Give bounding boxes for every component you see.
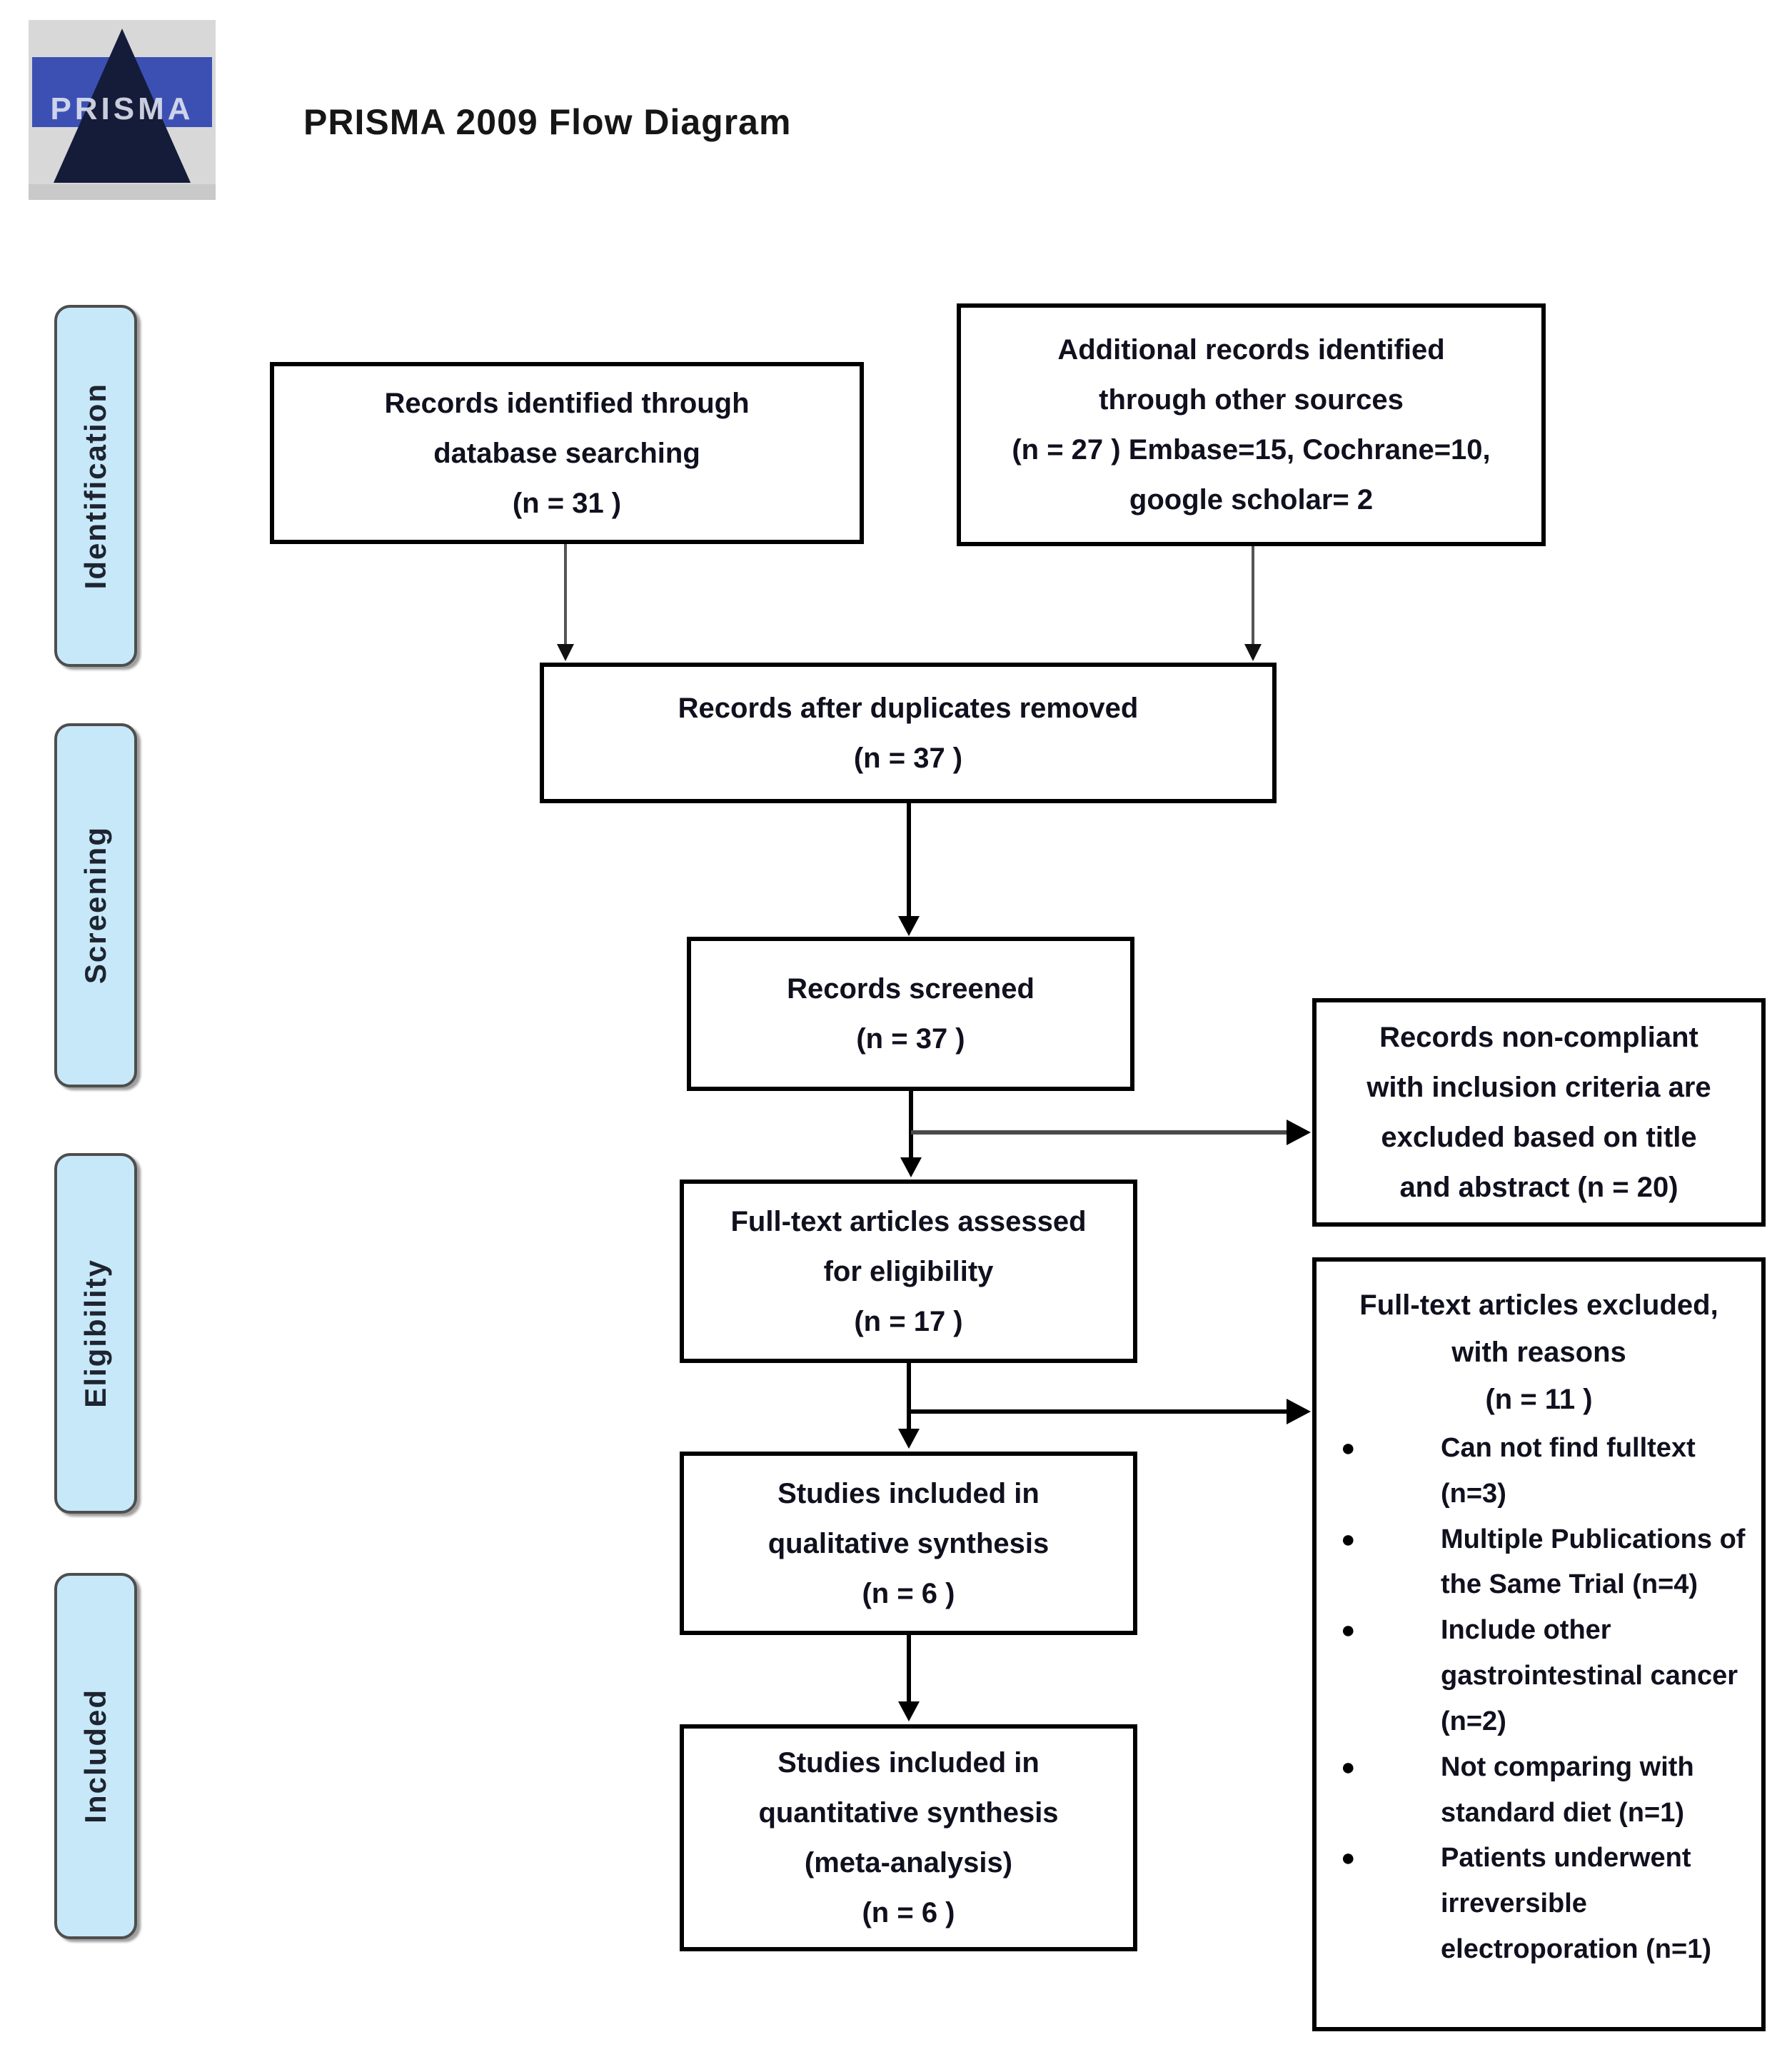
list-item: ● Multiple Publications of the Same Tria… — [1317, 1517, 1761, 1609]
connector-qualitative-to-quantitative — [907, 1635, 911, 1703]
excluded-reason: Multiple Publications of the Same Trial … — [1441, 1524, 1746, 1600]
arrowhead-down-icon — [1244, 644, 1262, 661]
excluded-reason: Include other gastrointestinal cancer (n… — [1441, 1615, 1738, 1736]
list-item: ● Include other gastrointestinal cancer … — [1317, 1608, 1761, 1744]
list-item: ● Patients underwent irreversible electr… — [1317, 1836, 1761, 1972]
flow-box-text: Studies included in qualitative synthesi… — [767, 1477, 1049, 1609]
flow-box-fulltext-assessed: Full-text articles assessed for eligibil… — [680, 1180, 1137, 1363]
stage-screening: Screening — [54, 723, 137, 1087]
flow-box-text: Records identified through database sear… — [384, 387, 750, 519]
flow-box-text: Records screened (n = 37 ) — [787, 973, 1035, 1055]
arrowhead-down-icon — [898, 1701, 920, 1721]
excluded-reason: Not comparing with standard diet (n=1) — [1441, 1751, 1694, 1828]
stage-identification: Identification — [54, 305, 137, 667]
list-item: ● Not comparing with standard diet (n=1) — [1317, 1745, 1761, 1836]
bullet-icon: ● — [1341, 1434, 1356, 1462]
side-box-text: Records non-compliant with inclusion cri… — [1366, 1022, 1711, 1203]
arrowhead-down-icon — [900, 1157, 922, 1177]
flow-box-text: Full-text articles assessed for eligibil… — [730, 1205, 1087, 1337]
arrowhead-down-icon — [557, 644, 574, 661]
excluded-reason: Can not find fulltext (n=3) — [1441, 1433, 1696, 1509]
bullet-icon: ● — [1341, 1616, 1356, 1644]
list-item: ● Can not find fulltext (n=3) — [1317, 1426, 1761, 1517]
arrowhead-right-icon — [1287, 1399, 1311, 1424]
connector-screened-to-assessed — [909, 1091, 913, 1159]
side-box-excluded-title-abstract: Records non-compliant with inclusion cri… — [1312, 998, 1766, 1227]
bullet-icon: ● — [1341, 1753, 1356, 1781]
flow-box-after-duplicates: Records after duplicates removed (n = 37… — [540, 663, 1277, 803]
stage-label: Eligibility — [79, 1259, 112, 1408]
flow-box-text: Additional records identified through ot… — [1012, 334, 1491, 515]
bullet-icon: ● — [1341, 1844, 1356, 1872]
stage-included: Included — [54, 1573, 137, 1939]
side-box-fulltext-excluded: Full-text articles excluded, with reason… — [1312, 1257, 1766, 2031]
prism-triangle-icon — [54, 29, 191, 183]
prisma-logo: PRISMA — [29, 20, 216, 200]
arrowhead-down-icon — [898, 1429, 920, 1449]
stage-label: Included — [79, 1689, 112, 1824]
connector-duplicates-to-screened — [907, 803, 911, 919]
side-box-heading: Full-text articles excluded, with reason… — [1359, 1289, 1718, 1415]
stage-label: Screening — [79, 826, 112, 985]
connector-assessed-to-excluded — [909, 1409, 1288, 1414]
stage-eligibility: Eligibility — [54, 1153, 137, 1514]
bullet-icon: ● — [1341, 1525, 1356, 1553]
flow-box-records-identified: Records identified through database sear… — [270, 362, 864, 544]
excluded-reason: Patients underwent irreversible electrop… — [1441, 1843, 1711, 1965]
flow-box-quantitative-synthesis: Studies included in quantitative synthes… — [680, 1724, 1137, 1951]
flow-box-records-screened: Records screened (n = 37 ) — [687, 937, 1134, 1091]
arrowhead-right-icon — [1287, 1120, 1311, 1145]
stage-label: Identification — [79, 382, 112, 590]
flow-box-text: Records after duplicates removed (n = 37… — [678, 692, 1139, 774]
arrowhead-down-icon — [898, 916, 920, 936]
connector-assessed-to-qualitative — [907, 1363, 911, 1430]
page-title: PRISMA 2009 Flow Diagram — [303, 102, 792, 142]
excluded-reasons-list: ● Can not find fulltext (n=3) ● Multiple… — [1317, 1426, 1761, 1973]
connector-screened-to-excluded — [911, 1130, 1288, 1135]
flow-box-qualitative-synthesis: Studies included in qualitative synthesi… — [680, 1452, 1137, 1635]
connector-additional-to-duplicates — [1252, 546, 1254, 645]
flow-box-additional-records: Additional records identified through ot… — [957, 303, 1546, 546]
logo-wordmark: PRISMA — [50, 91, 194, 126]
logo-base-shadow — [29, 184, 216, 200]
connector-identified-to-duplicates — [564, 544, 567, 645]
flow-box-text: Studies included in quantitative synthes… — [758, 1747, 1059, 1928]
